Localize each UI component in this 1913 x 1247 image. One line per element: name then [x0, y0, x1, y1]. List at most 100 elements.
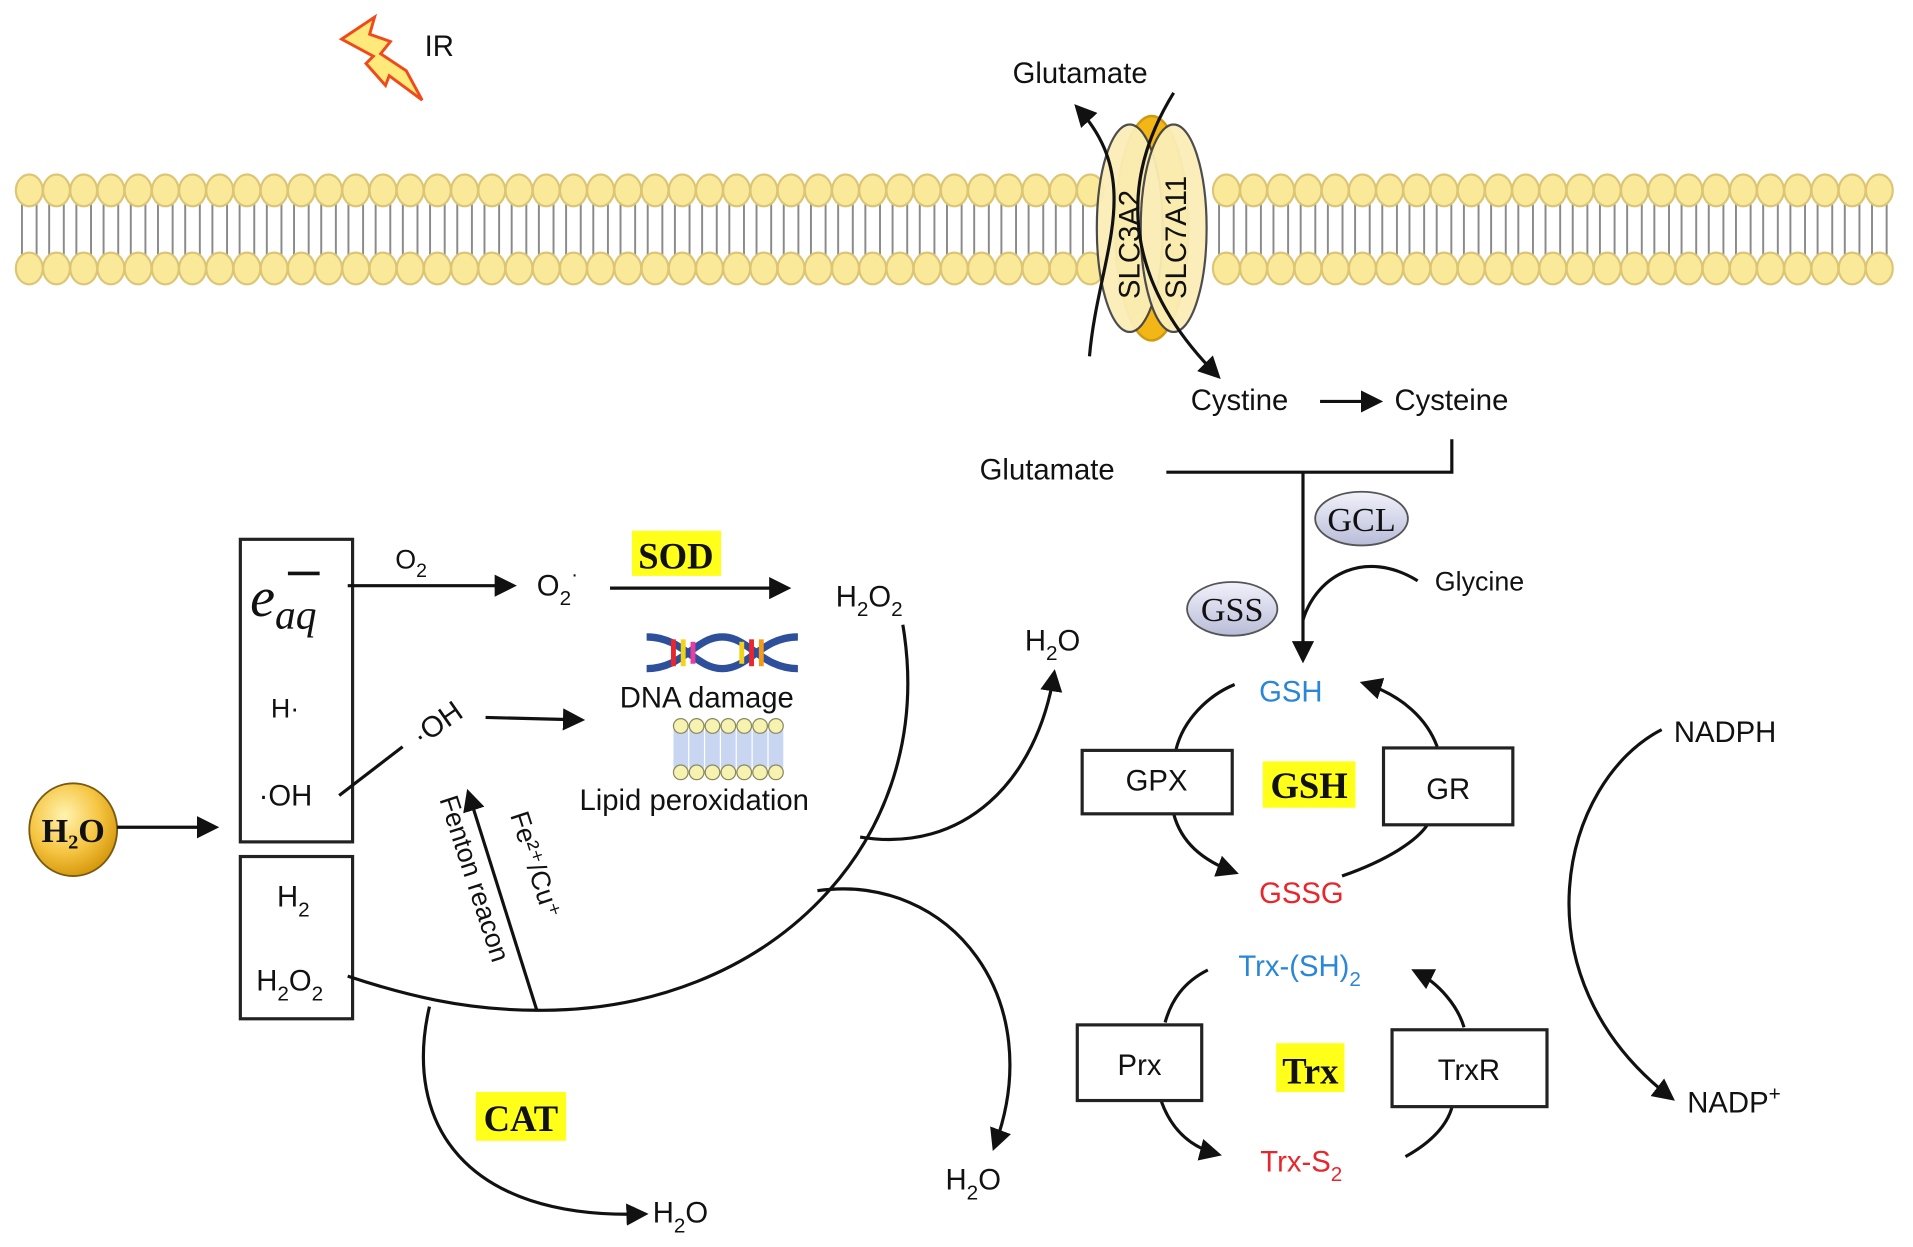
- glycine-label: Glycine: [1435, 567, 1524, 597]
- lipid-head: [830, 251, 860, 286]
- lipid-head: [178, 251, 208, 286]
- sod-label: SOD: [638, 536, 713, 577]
- lipid-head: [286, 173, 316, 208]
- trx-center-label: Trx: [1282, 1050, 1339, 1091]
- lipid-head: [1592, 251, 1622, 286]
- radical-species-box: [238, 537, 355, 844]
- lipid-head: [912, 251, 942, 286]
- lipid-head: [14, 173, 44, 208]
- lipid-head: [694, 251, 724, 286]
- lipid-head: [69, 173, 99, 208]
- cat-highlight: [475, 1091, 567, 1141]
- gpx-water-arrow: [859, 669, 1063, 842]
- trxr-enzyme-box: [1390, 1028, 1549, 1109]
- lipid-head: [1483, 173, 1513, 208]
- water-gpx-label: H2O: [1025, 624, 1080, 665]
- lipid-head: [450, 251, 480, 286]
- glutamate-extracellular-label: Glutamate: [1013, 57, 1148, 90]
- lipid-head: [1211, 173, 1241, 208]
- lipid-head: [722, 173, 752, 208]
- oh-radical-box-label: ·OH: [259, 779, 313, 812]
- lipid-head: [531, 251, 561, 286]
- lipid-head: [286, 251, 316, 286]
- lipid-head: [1048, 251, 1078, 286]
- lipid-head: [178, 173, 208, 208]
- lipid-head: [1783, 173, 1813, 208]
- lipid-head: [504, 251, 534, 286]
- lipid-head: [259, 251, 289, 286]
- lipid-head: [1837, 173, 1867, 208]
- lipid-head: [395, 251, 425, 286]
- lipid-head: [232, 251, 262, 286]
- fenton-arrow: [463, 788, 539, 1011]
- lipid-head: [1783, 251, 1813, 286]
- lipid-head: [314, 173, 344, 208]
- lipid-head: [667, 251, 697, 286]
- lipid-head: [720, 764, 737, 781]
- lipid-head: [858, 173, 888, 208]
- glutamate-intracellular-label: Glutamate: [980, 454, 1115, 487]
- lipid-head: [1810, 173, 1840, 208]
- gsh-center-highlight: [1262, 761, 1356, 808]
- lipid-head: [1456, 251, 1486, 286]
- cystine-label: Cystine: [1191, 384, 1289, 417]
- gss-enzyme: [1186, 581, 1279, 637]
- lipid-head: [885, 251, 915, 286]
- lipid-head: [1048, 173, 1078, 208]
- xct-transporter: [1095, 114, 1208, 342]
- lipid-head: [422, 251, 452, 286]
- gsh-center-label: GSH: [1270, 765, 1347, 806]
- lipid-head: [123, 251, 153, 286]
- lipid-head: [704, 764, 721, 781]
- lipid-head: [422, 173, 452, 208]
- nadph-label: NADPH: [1674, 716, 1776, 749]
- prx-water-arrow: [817, 887, 1012, 1152]
- lipid-head: [1429, 173, 1459, 208]
- lipid-head: [477, 251, 507, 286]
- h2o2-decomposition-curve: [347, 624, 910, 1012]
- prx-label: Prx: [1118, 1049, 1162, 1082]
- lipid-head: [314, 251, 344, 286]
- lipid-head: [776, 251, 806, 286]
- lipid-head: [1021, 251, 1051, 286]
- lipid-head: [720, 718, 737, 734]
- trxr-label: TrxR: [1438, 1054, 1500, 1087]
- gpx-top-arc: [1174, 683, 1236, 750]
- lipid-head: [1755, 173, 1786, 208]
- h2o2-box-label: H2O2: [256, 965, 323, 1006]
- lipid-head: [704, 718, 721, 734]
- lipid-head: [341, 251, 371, 286]
- prx-enzyme-box: [1075, 1023, 1204, 1103]
- lipid-head: [1565, 251, 1595, 286]
- lipid-tail: [721, 729, 736, 769]
- lipid-head: [1511, 251, 1541, 286]
- lipid-head: [341, 173, 371, 208]
- lipid-head: [749, 251, 779, 286]
- lipid-head: [477, 173, 507, 208]
- gpx-enzyme-box: [1080, 748, 1234, 816]
- lipid-head: [1375, 251, 1405, 286]
- lipid-head: [1483, 251, 1513, 286]
- lipid-head: [966, 173, 997, 208]
- lipid-head: [558, 251, 588, 286]
- lipid-head: [1728, 251, 1758, 286]
- lipid-head: [1239, 173, 1269, 208]
- lipid-head: [1619, 251, 1649, 286]
- gr-enzyme-box: [1381, 746, 1515, 827]
- lipid-head: [722, 251, 752, 286]
- lipid-bilayer-icon: [672, 718, 784, 781]
- lightning-icon: [338, 13, 424, 102]
- lipid-head: [912, 173, 942, 208]
- lipid-tail: [768, 729, 784, 769]
- oh-link-line: [338, 745, 404, 797]
- trx-oxidized-label: Trx-S2: [1260, 1145, 1342, 1186]
- molecular-species-box: [238, 854, 355, 1021]
- lipid-head: [1592, 173, 1622, 208]
- lipid-head: [1293, 173, 1323, 208]
- lipid-head: [803, 173, 833, 208]
- lipid-head: [1619, 173, 1649, 208]
- lipid-head: [994, 173, 1024, 208]
- lipid-head: [504, 173, 534, 208]
- fenton-label: Fenton reacon: [434, 792, 516, 966]
- lipid-head: [1375, 173, 1405, 208]
